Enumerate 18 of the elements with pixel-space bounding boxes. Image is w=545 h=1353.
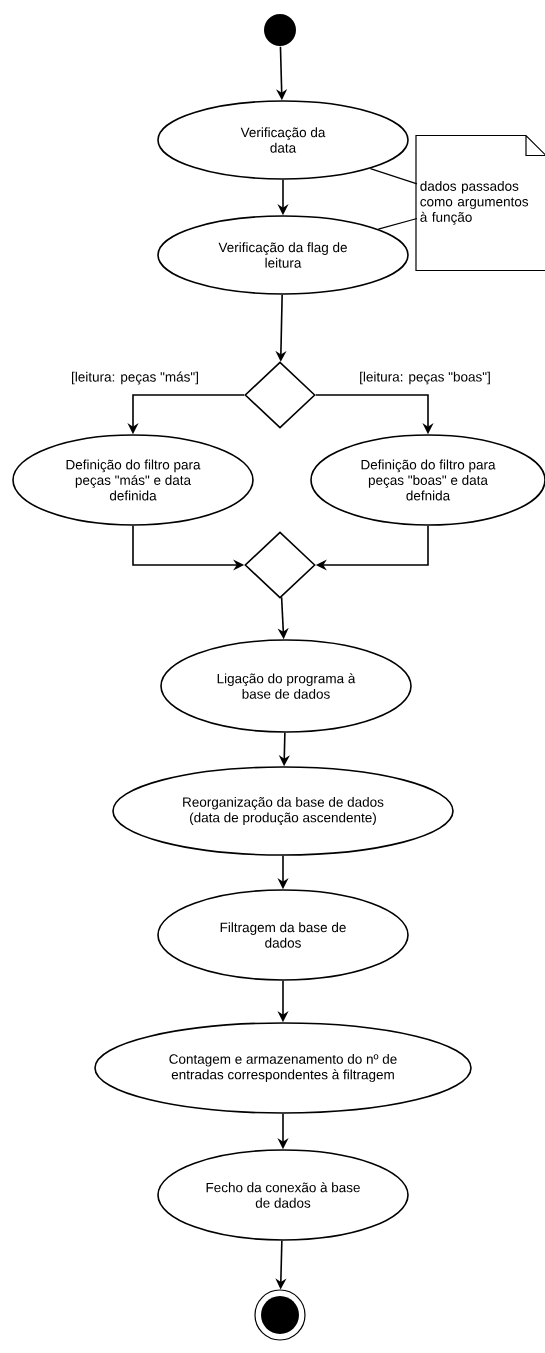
activity-node: Verificação da data xyxy=(157,100,409,180)
activity-node: Filtragem da base de dados xyxy=(157,889,409,981)
activity-node: Contagem e armazenamento do nº de entradas correspondentes à filtragem xyxy=(94,1022,472,1114)
activity-node: Reorganização da base de dados (data de produção ascendente) xyxy=(112,766,454,856)
final-node xyxy=(254,1289,306,1341)
activity-node: Definição do filtro para peças "boas" e data defnida xyxy=(310,434,545,526)
note-box: dados passados como argumentos à função xyxy=(415,134,545,272)
edge-label: [leitura: peças "boas"] xyxy=(358,370,492,386)
activity-node: Verificação da flag de leitura xyxy=(157,215,409,295)
note-anchor-line xyxy=(369,168,418,185)
edge-label: [leitura: peças "más"] xyxy=(70,370,200,386)
initial-node xyxy=(264,14,296,46)
activity-node: Fecho da conexão à base de dados xyxy=(157,1149,409,1241)
activity-node: Definição do filtro para peças "más" e data definida xyxy=(12,434,254,526)
decision-diamond xyxy=(244,531,316,599)
note-anchor-line xyxy=(377,217,418,230)
activity-node: Ligação do programa à base de dados xyxy=(160,639,412,733)
decision-diamond xyxy=(244,361,316,429)
